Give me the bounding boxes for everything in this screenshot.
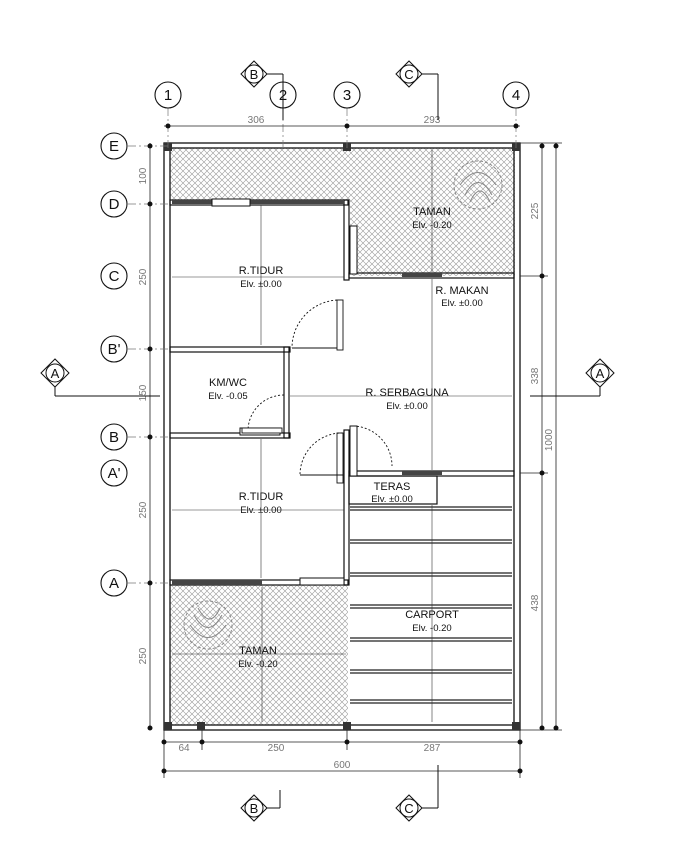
dim-right-2: 338	[530, 367, 541, 384]
svg-text:C: C	[109, 268, 120, 285]
grid-row-A: A	[100, 569, 128, 597]
plant-icon-top	[453, 160, 503, 210]
grid-row-E: E	[100, 132, 128, 160]
room-elv-taman-bottom: Elv. -0.20	[238, 659, 277, 670]
svg-text:B': B'	[108, 341, 121, 358]
dim-left-4: 250	[138, 501, 149, 518]
svg-text:A: A	[51, 366, 60, 381]
grid-row-C: C	[100, 262, 128, 290]
svg-text:D: D	[109, 196, 120, 213]
room-elv-serbaguna: Elv. ±0.00	[386, 401, 427, 412]
section-marker-bottom-left: B	[240, 790, 281, 822]
grid-row-D: D	[100, 190, 128, 218]
room-name-makan: R. MAKAN	[435, 285, 488, 297]
svg-text:B: B	[250, 801, 259, 816]
svg-text:1: 1	[164, 87, 172, 104]
dim-top-2: 293	[424, 115, 441, 126]
grid-column-3: 3	[333, 81, 361, 109]
thick-walls	[172, 200, 442, 585]
dim-right-3: 438	[530, 594, 541, 611]
svg-text:4: 4	[512, 87, 520, 104]
dimension-ticks	[147, 123, 559, 774]
dim-bottom-2: 250	[268, 743, 285, 754]
room-name-serbaguna: R. SERBAGUNA	[365, 387, 449, 399]
svg-text:B: B	[109, 429, 119, 446]
svg-text:A: A	[109, 575, 119, 592]
doors	[241, 299, 393, 484]
dim-left-3: 150	[138, 384, 149, 401]
dim-right-1: 225	[530, 202, 541, 219]
svg-text:3: 3	[343, 87, 351, 104]
grid-column-4: 4	[502, 81, 530, 109]
room-centerlines	[172, 150, 512, 722]
grid-row-B: B	[100, 423, 128, 451]
room-elv-makan: Elv. ±0.00	[441, 298, 482, 309]
dim-left-1: 100	[138, 167, 149, 184]
room-elv-kmwc: Elv. -0.05	[208, 391, 247, 402]
grid-row-B-prime: B'	[100, 335, 128, 363]
section-marker-top-right: C	[395, 60, 439, 120]
svg-text:C: C	[404, 67, 413, 82]
dim-bottom-1: 64	[178, 743, 190, 754]
svg-text:E: E	[109, 138, 119, 155]
room-name-teras: TERAS	[374, 481, 411, 493]
room-name-taman-bottom: TAMAN	[239, 645, 277, 657]
section-marker-side-right: A	[530, 358, 615, 397]
dim-bottom-3: 287	[424, 743, 441, 754]
plant-icon-bottom	[183, 600, 233, 650]
dim-top-1: 306	[248, 115, 265, 126]
section-marker-side-left: A	[40, 358, 160, 397]
section-marker-top-left: B	[240, 60, 284, 120]
dimension-lines	[149, 125, 562, 778]
taman-bottom-area	[170, 585, 348, 725]
carport-stripes	[350, 506, 512, 704]
section-marker-bottom-right: C	[395, 765, 439, 822]
room-elv-teras: Elv. ±0.00	[371, 494, 412, 505]
dim-bottom-total: 600	[334, 760, 351, 771]
svg-text:A: A	[596, 366, 605, 381]
taman-top-area-right	[350, 148, 515, 276]
dim-right-total: 1000	[544, 428, 555, 451]
grid-row-A-prime: A'	[100, 459, 128, 487]
dim-left-5: 250	[138, 647, 149, 664]
dim-left-2: 250	[138, 268, 149, 285]
svg-text:C: C	[404, 801, 413, 816]
room-name-kmwc: KM/WC	[209, 377, 247, 389]
svg-text:A': A'	[108, 465, 121, 482]
svg-text:B: B	[250, 67, 259, 82]
grid-column-1: 1	[154, 81, 182, 109]
